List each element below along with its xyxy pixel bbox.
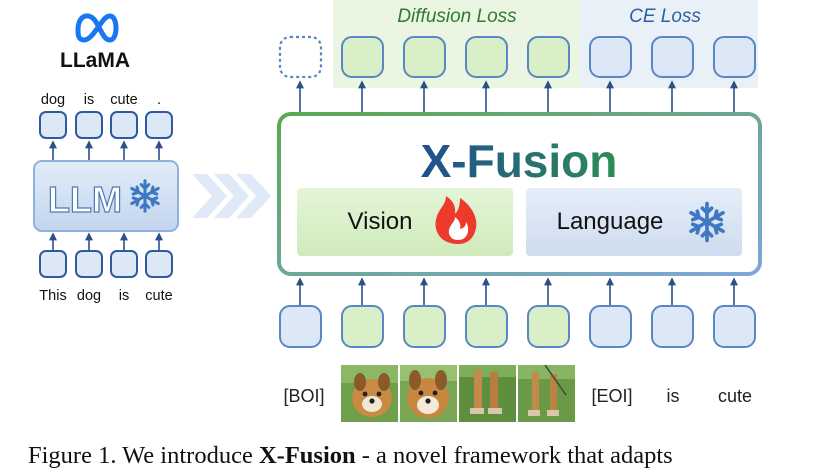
llm-output-token: .: [157, 92, 161, 108]
llm-output-box: [75, 111, 103, 139]
llm-input-token: dog: [77, 288, 101, 304]
adapt-chevron-icon: [192, 174, 271, 218]
language-module-label: Language: [557, 208, 664, 235]
boi-label: [BOI]: [283, 386, 324, 406]
llm-output-token: is: [84, 92, 94, 108]
llm-output-box: [110, 111, 138, 139]
llm-output-box: [39, 111, 67, 139]
boi-input-token: [279, 305, 322, 348]
caption-prefix: Figure 1. We introduce: [28, 442, 259, 469]
llm-input-box: [39, 250, 67, 278]
image-output-token: [341, 36, 384, 78]
image-patch-2: [400, 365, 457, 422]
image-patch-4: [518, 364, 575, 422]
text-token-label: is: [667, 386, 680, 406]
vision-module-label: Vision: [348, 208, 413, 235]
text-output-token: [651, 36, 694, 78]
llm-module-label: LLM: [48, 179, 122, 220]
image-patch-1: [341, 365, 398, 422]
llm-input-box: [110, 250, 138, 278]
llm-input-box: [145, 250, 173, 278]
meta-logo-icon: [75, 13, 119, 43]
image-output-token: [403, 36, 446, 78]
llm-output-token: cute: [110, 92, 137, 108]
text-output-token: [713, 36, 756, 78]
image-input-token: [465, 305, 508, 348]
image-patch-3: [459, 365, 516, 422]
image-input-token: [527, 305, 570, 348]
text-token-label: cute: [718, 386, 752, 406]
llm-module: [33, 160, 179, 232]
caption-bold: X-Fusion: [258, 442, 356, 469]
figure: Diffusion Loss CE Loss LLaMA dog is cute…: [33, 0, 762, 422]
figure-caption: Figure 1. We introduce X-Fusion - a nove…: [28, 442, 840, 470]
diffusion-loss-label: Diffusion Loss: [397, 6, 517, 27]
eoi-input-token: [589, 305, 632, 348]
image-input-token: [403, 305, 446, 348]
dropped-output-token: [278, 35, 323, 79]
llm-input-token: is: [119, 288, 129, 304]
language-module: [526, 188, 742, 256]
trainable-flame-icon: [435, 196, 477, 244]
text-input-token: [651, 305, 694, 348]
caption-suffix: - a novel framework that adapts: [355, 442, 673, 469]
text-input-token: [713, 305, 756, 348]
image-input-token: [341, 305, 384, 348]
llm-output-box: [145, 111, 173, 139]
eoi-label: [EOI]: [591, 386, 632, 406]
llama-logo-text: LLaMA: [60, 49, 130, 72]
image-output-token: [527, 36, 570, 78]
ce-loss-label: CE Loss: [629, 6, 701, 27]
x-fusion-title: X-Fusion: [421, 135, 618, 187]
llm-output-token: dog: [41, 92, 65, 108]
text-output-token: [589, 36, 632, 78]
figure-canvas: Diffusion Loss CE Loss LLaMA dog is cute…: [33, 0, 762, 422]
llm-input-box: [75, 250, 103, 278]
image-output-token: [465, 36, 508, 78]
llm-input-token: cute: [145, 288, 172, 304]
llm-input-token: This: [39, 288, 66, 304]
